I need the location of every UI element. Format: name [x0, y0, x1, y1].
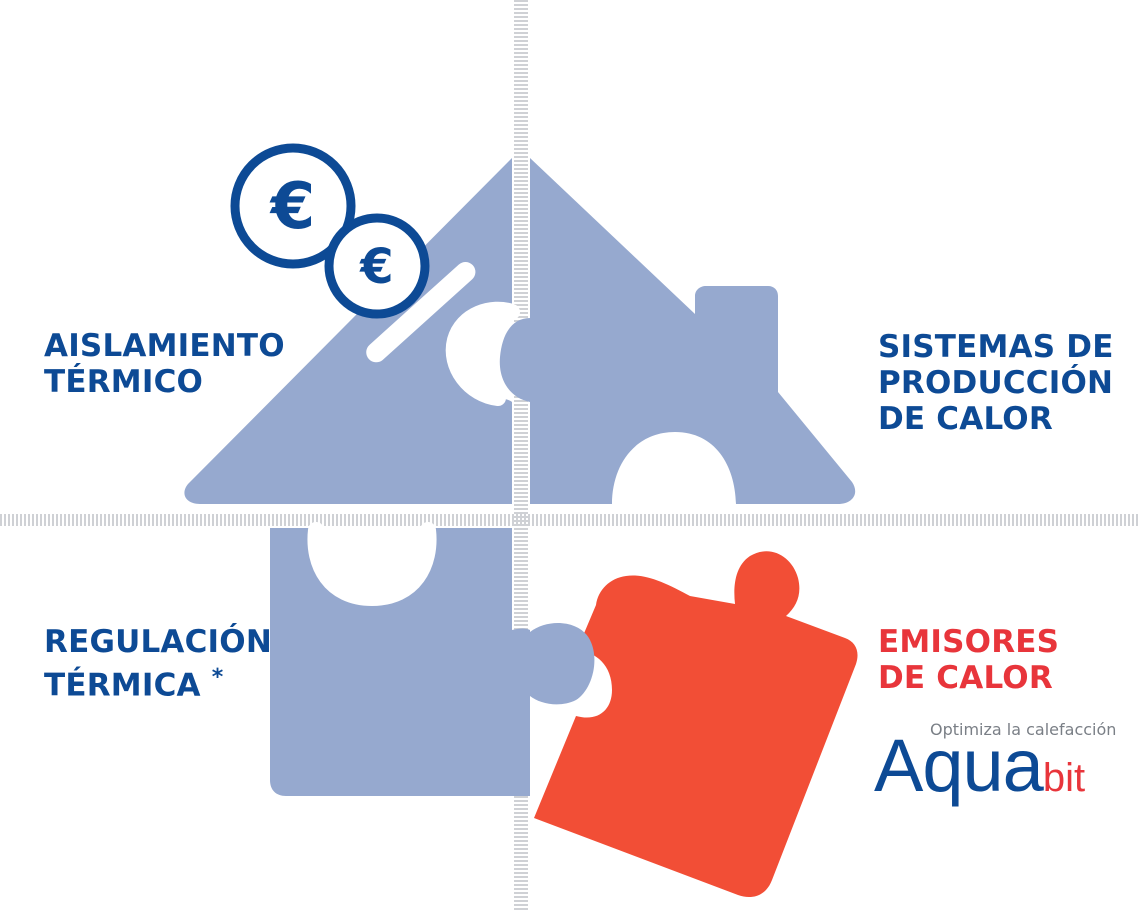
label-regulation-line1: REGULACIÓN [44, 624, 272, 660]
label-heat-production: SISTEMAS DE PRODUCCIÓN DE CALOR [878, 329, 1114, 437]
puzzle-piece-insulation [184, 158, 512, 504]
label-regulation: REGULACIÓN TÉRMICA * [44, 624, 272, 703]
label-heat-production-line1: SISTEMAS DE [878, 329, 1114, 365]
label-insulation-line1: AISLAMIENTO [44, 328, 285, 364]
label-emitters-line2: DE CALOR [878, 660, 1053, 696]
puzzle-piece-heat-production [499, 158, 856, 504]
large-coin-icon: € [230, 143, 356, 269]
knob-outline-top [445, 301, 520, 406]
asterisk-mark: * [211, 665, 224, 690]
horizontal-divider [0, 514, 1140, 526]
brand-logo: Aquabit [874, 726, 1085, 827]
knob-blue-bottom [530, 622, 595, 705]
coin-slot [366, 262, 476, 363]
label-insulation-line2: TÉRMICO [44, 364, 204, 400]
brand-tagline: Optimiza la calefacción [930, 720, 1117, 739]
label-insulation: AISLAMIENTO TÉRMICO [44, 328, 285, 400]
label-regulation-line2-wrap: TÉRMICA * [44, 660, 272, 703]
label-heat-production-line2: PRODUCCIÓN [878, 365, 1114, 401]
label-emitters-line1: EMISORES [878, 624, 1060, 660]
knob-outline-bottom [307, 522, 437, 607]
label-regulation-line2: TÉRMICA [44, 667, 201, 704]
small-coin-icon: € [324, 213, 430, 319]
large-coin-symbol: € [269, 170, 316, 244]
brand-name-secondary: bit [1042, 756, 1086, 800]
small-coin-symbol: € [359, 239, 393, 295]
puzzle-piece-regulation [270, 528, 530, 796]
puzzle-piece-emitters [534, 551, 858, 898]
label-emitters: EMISORES DE CALOR [878, 624, 1059, 696]
brand-name-primary: Aqua [874, 724, 1044, 807]
label-heat-production-line3: DE CALOR [878, 401, 1053, 437]
